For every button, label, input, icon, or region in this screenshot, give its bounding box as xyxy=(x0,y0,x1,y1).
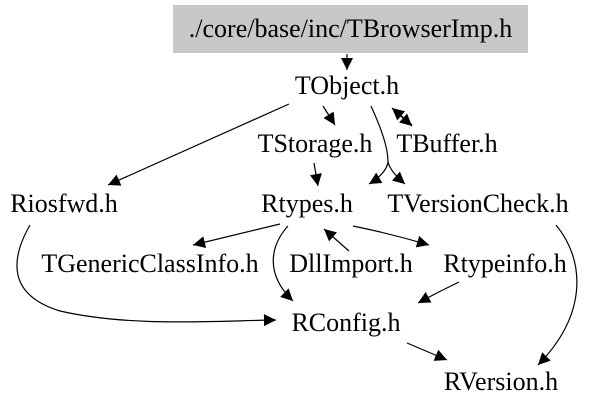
node-riosfwd-h[interactable]: Riosfwd.h xyxy=(10,189,118,218)
edge-riosfwd-to-rconfig xyxy=(16,224,277,327)
node-rconfig-h[interactable]: RConfig.h xyxy=(291,308,401,337)
node-rtypes-h[interactable]: Rtypes.h xyxy=(261,189,353,218)
edge-rtypes-to-rtypeinfo xyxy=(352,225,430,248)
root-node-tbrowserimp: ./core/base/inc/TBrowserImp.h xyxy=(173,5,528,53)
node-tbuffer-h[interactable]: TBuffer.h xyxy=(396,129,498,158)
edge-tobject-to-rtypes xyxy=(368,161,389,185)
edge-tobject-to-rtypes-trunk xyxy=(370,105,389,163)
edge-tversioncheck-to-rversion xyxy=(537,224,578,366)
node-rversion-h[interactable]: RVersion.h xyxy=(443,367,559,396)
edge-tstorage-to-rtypes xyxy=(310,162,322,187)
root-node-label: ./core/base/inc/TBrowserImp.h xyxy=(188,14,513,43)
edge-tobject-to-tversioncheck xyxy=(387,161,406,185)
edge-rtypes-to-tgenericclassinfo xyxy=(192,223,281,249)
node-dllimport-h[interactable]: DllImport.h xyxy=(289,249,413,278)
edge-tobject-to-tstorage xyxy=(322,105,336,126)
node-tversioncheck-h[interactable]: TVersionCheck.h xyxy=(387,189,569,218)
edge-dllimport-to-rtypes xyxy=(323,228,350,252)
edge-rtypes-to-rconfig xyxy=(272,225,294,302)
edge-rtypeinfo-to-rconfig xyxy=(417,281,460,304)
node-tgenericclassinfo-h[interactable]: TGenericClassInfo.h xyxy=(41,249,259,278)
node-tstorage-h[interactable]: TStorage.h xyxy=(257,129,373,158)
node-tobject-h[interactable]: TObject.h xyxy=(294,71,400,100)
edge-tobject-to-riosfwd xyxy=(107,103,290,186)
edge-tbuffer-to-tobject xyxy=(391,107,413,126)
edge-rconfig-to-rversion xyxy=(406,342,448,361)
node-rtypeinfo-h[interactable]: Rtypeinfo.h xyxy=(443,249,567,278)
